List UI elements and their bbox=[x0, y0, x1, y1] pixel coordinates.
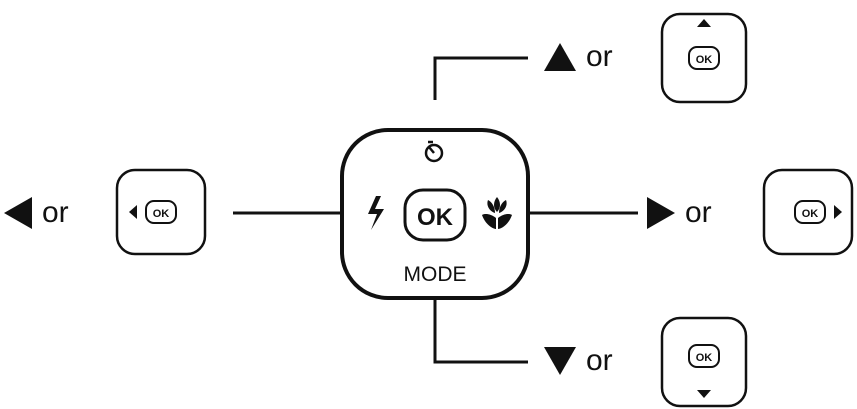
mini-button-left[interactable]: OK bbox=[115, 168, 207, 256]
down-arrow-icon bbox=[697, 390, 711, 398]
label-right: or bbox=[647, 197, 712, 229]
mini-ok-label-up: OK bbox=[696, 54, 713, 66]
ok-button[interactable]: OK bbox=[403, 188, 467, 242]
label-up-text: or bbox=[586, 40, 613, 73]
mini-button-down[interactable]: OK bbox=[660, 316, 748, 408]
flash-icon bbox=[368, 196, 384, 230]
right-arrow-icon bbox=[834, 205, 842, 219]
up-triangle-icon bbox=[544, 43, 576, 71]
label-left-text: or bbox=[42, 196, 69, 229]
mini-button-up[interactable]: OK bbox=[660, 12, 748, 104]
connector-down bbox=[433, 300, 528, 364]
label-up: or bbox=[544, 42, 613, 72]
mini-ok-label-left: OK bbox=[153, 208, 170, 220]
mode-label: MODE bbox=[404, 263, 467, 286]
connector-up bbox=[433, 56, 528, 100]
mini-button-right[interactable]: OK bbox=[762, 168, 854, 256]
label-down: or bbox=[544, 346, 613, 376]
down-triangle-icon bbox=[544, 347, 576, 375]
self-timer-icon bbox=[424, 140, 444, 163]
ok-button-label: OK bbox=[417, 204, 454, 231]
right-triangle-icon bbox=[647, 197, 675, 229]
mini-ok-label-right: OK bbox=[802, 208, 819, 220]
macro-flower-icon bbox=[482, 197, 512, 229]
label-left: or bbox=[4, 197, 69, 229]
up-arrow-icon bbox=[697, 19, 711, 27]
mini-ok-label-down: OK bbox=[696, 352, 713, 364]
left-triangle-icon bbox=[4, 197, 32, 229]
control-pad[interactable]: OK MODE bbox=[340, 128, 530, 300]
label-down-text: or bbox=[586, 344, 613, 377]
label-right-text: or bbox=[685, 196, 712, 229]
left-arrow-icon bbox=[129, 205, 137, 219]
